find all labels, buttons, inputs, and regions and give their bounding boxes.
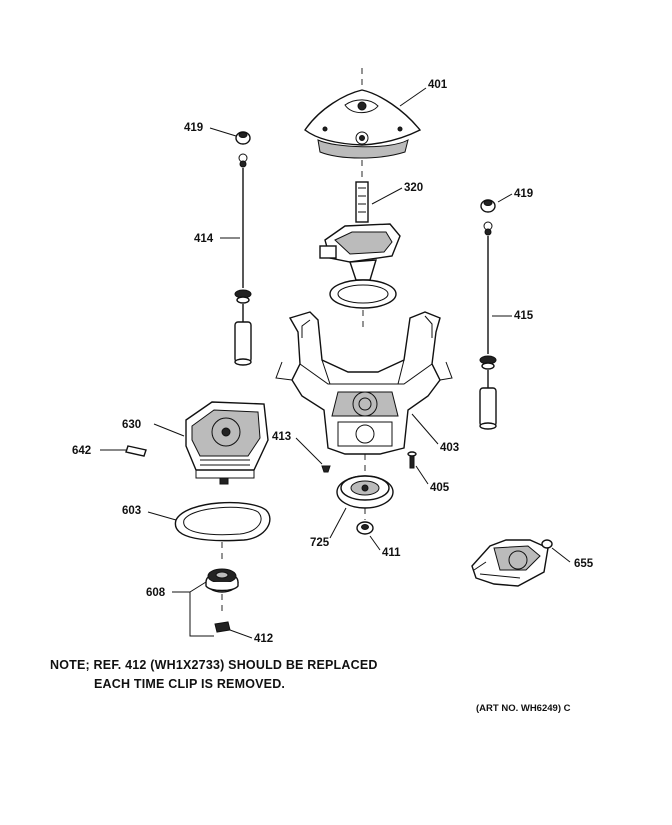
callout-labels: 401 320 419 414 419 415 630 642 413 403 … [72, 79, 594, 645]
callout-419-left: 419 [184, 122, 203, 134]
callout-608: 608 [146, 587, 166, 599]
part-320-transmission [319, 181, 401, 330]
note-line-1: NOTE; REF. 412 (WH1X2733) SHOULD BE REPL… [50, 658, 378, 672]
callout-414: 414 [194, 233, 214, 245]
part-415-suspension-rod [479, 221, 497, 430]
callout-413: 413 [272, 431, 291, 443]
part-411-nut [356, 521, 374, 535]
part-655-pump [471, 539, 553, 587]
part-412-retaining-clip [214, 621, 231, 633]
callout-403: 403 [440, 442, 459, 454]
part-608-motor-pulley [205, 568, 239, 616]
part-419-left-grommet [235, 131, 251, 145]
leader-lines [100, 87, 571, 639]
callout-401: 401 [428, 79, 448, 91]
part-401-top-cover [304, 68, 422, 182]
part-405-screw [407, 451, 417, 469]
part-725-drive-pulley [336, 475, 394, 520]
callout-405: 405 [430, 482, 450, 494]
callout-642: 642 [72, 445, 91, 457]
callout-320: 320 [404, 182, 423, 194]
part-642-clip [125, 445, 147, 457]
callout-419-right: 419 [514, 188, 533, 200]
callout-630: 630 [122, 419, 141, 431]
callout-412: 412 [254, 633, 273, 645]
part-630-motor [185, 401, 269, 485]
callout-603: 603 [122, 505, 141, 517]
callout-411: 411 [382, 547, 401, 559]
part-414-suspension-rod [234, 153, 252, 366]
part-413-fastener [321, 465, 331, 473]
part-403-support-base [275, 311, 453, 474]
callout-725: 725 [310, 537, 330, 549]
part-419-right-grommet [480, 199, 496, 213]
callout-655: 655 [574, 558, 594, 570]
note-line-2: EACH TIME CLIP IS REMOVED. [94, 677, 286, 691]
callout-415: 415 [514, 310, 534, 322]
art-number: (ART NO. WH6249) C [476, 703, 571, 714]
part-603-drive-belt [174, 501, 271, 564]
